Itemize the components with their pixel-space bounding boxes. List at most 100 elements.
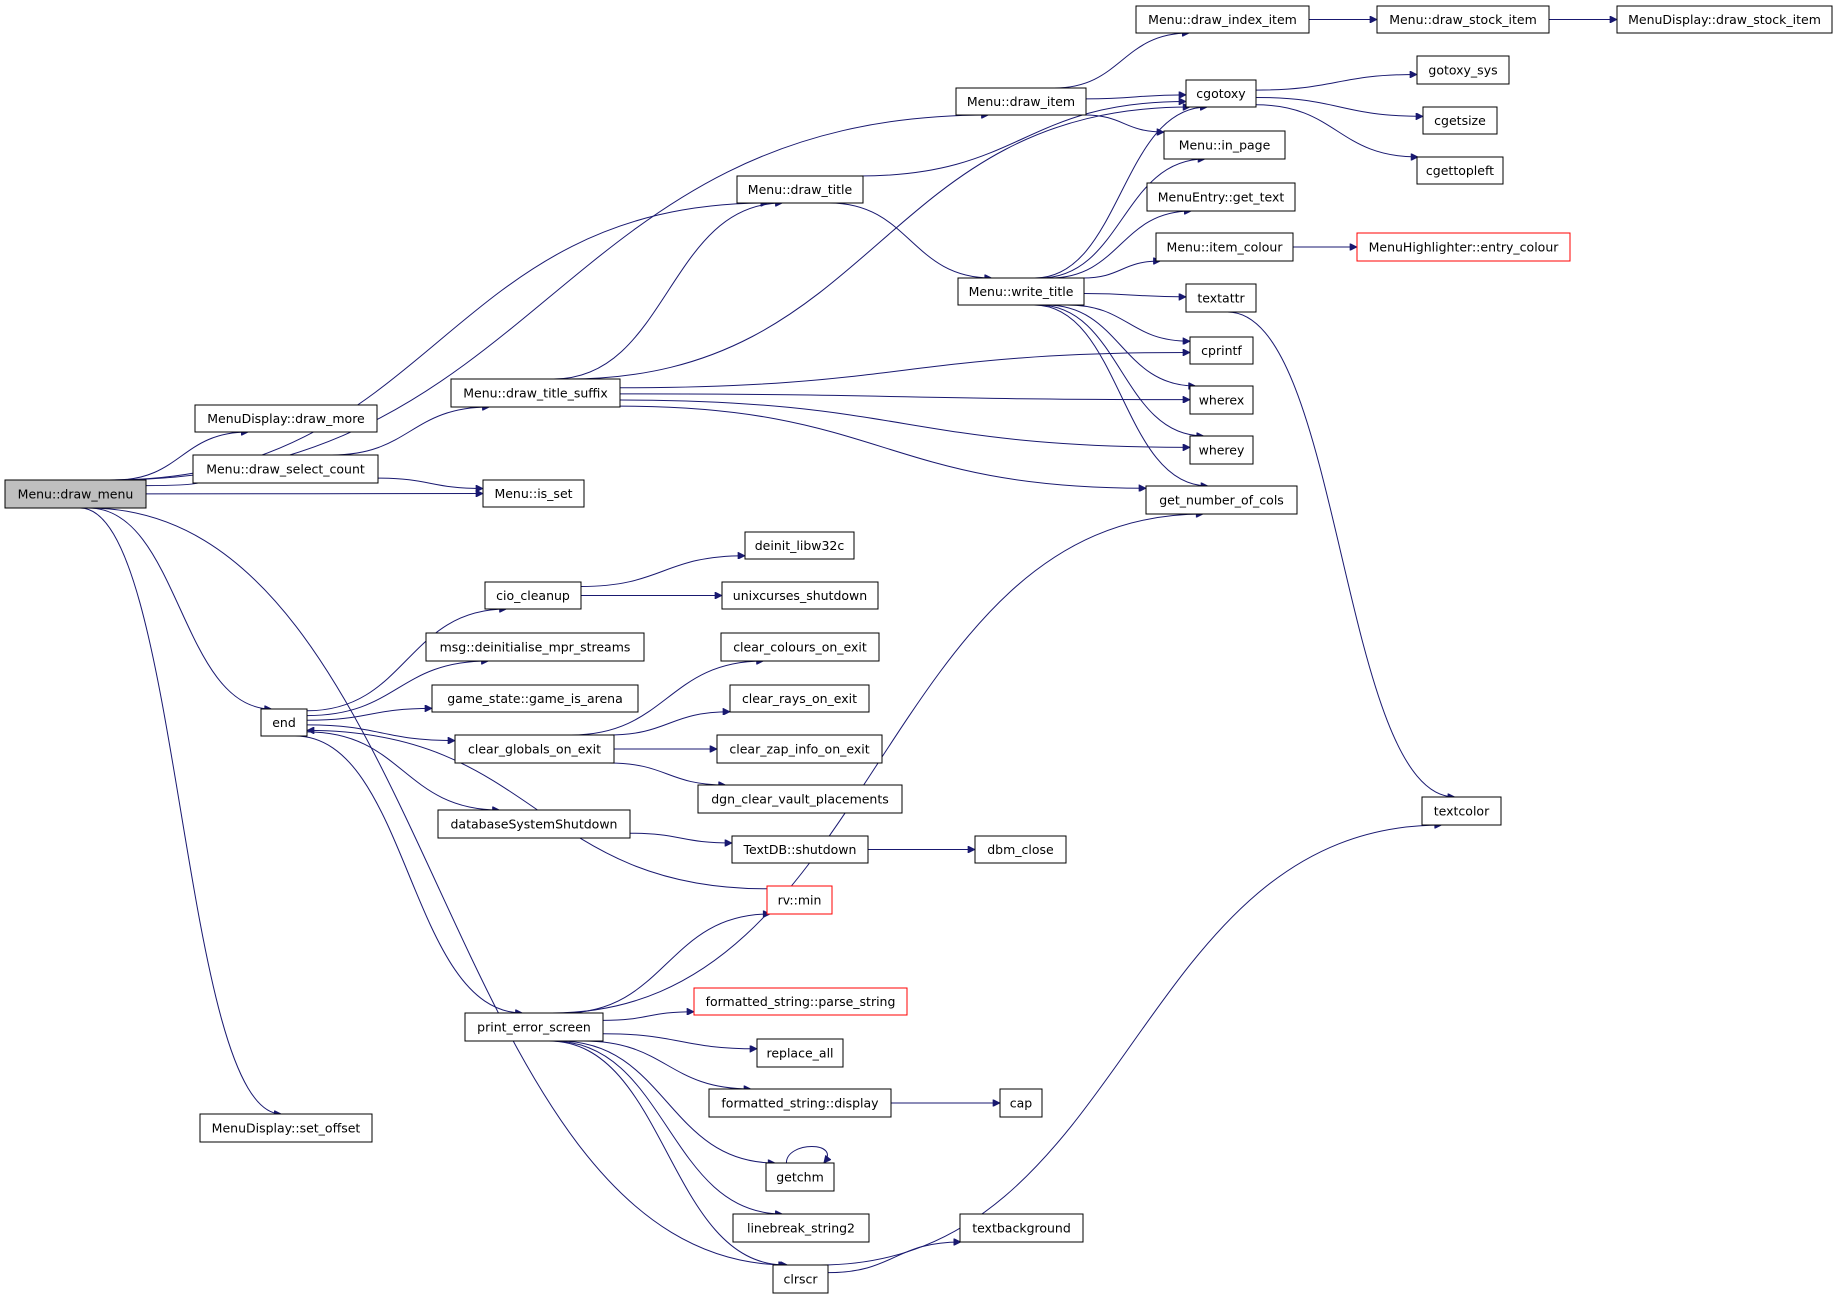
node-cio_cleanup[interactable]: cio_cleanup [484,581,582,610]
node-clear_zap_info_on_exit[interactable]: clear_zap_info_on_exit [716,734,883,764]
edge-print_error_screen-to-clrscr [548,1040,786,1265]
node-draw_index_item[interactable]: Menu::draw_index_item [1135,5,1310,34]
node-entry_colour[interactable]: MenuHighlighter::entry_colour [1356,232,1571,262]
node-get_number_of_cols[interactable]: get_number_of_cols [1145,485,1298,515]
node-dbm_close[interactable]: dbm_close [974,835,1067,864]
node-label: cgetsize [1434,113,1486,128]
node-get_text[interactable]: MenuEntry::get_text [1146,182,1296,212]
edge-draw_title_suffix-to-get_number_of_cols [619,405,1146,488]
node-clear_globals_on_exit[interactable]: clear_globals_on_exit [454,734,615,764]
node-md_draw_stock_item[interactable]: MenuDisplay::draw_stock_item [1616,5,1833,34]
node-box [708,1088,892,1118]
node-box [720,632,880,662]
node-box [1416,55,1510,85]
edge-write_title-to-wherey [1038,304,1204,436]
node-textdb_shutdown[interactable]: TextDB::shutdown [731,835,869,864]
node-box [1416,156,1504,185]
node-cgettopleft[interactable]: cgettopleft [1416,156,1504,185]
node-cap[interactable]: cap [999,1088,1043,1118]
node-box [959,1213,1084,1243]
edge-clrscr-to-textcolor [820,825,1441,1266]
node-cprintf[interactable]: cprintf [1189,336,1254,365]
edge-databaseSystemShutdown-to-textdb_shutdown [629,832,732,843]
node-deinit_libw32c[interactable]: deinit_libw32c [744,531,855,560]
node-cgotoxy[interactable]: cgotoxy [1185,79,1257,108]
node-parse_string[interactable]: formatted_string::parse_string [693,987,908,1016]
node-fs_display[interactable]: formatted_string::display [708,1088,892,1118]
node-rv_min[interactable]: rv::min [766,885,833,915]
node-cgetsize[interactable]: cgetsize [1422,106,1498,135]
edge-draw_menu-to-draw_title [108,203,768,481]
node-draw_item[interactable]: Menu::draw_item [955,87,1087,116]
edge-draw_menu-to-clrscr [88,507,787,1265]
edge-end-to-databaseSystemShutdown [306,731,500,810]
node-item_colour[interactable]: Menu::item_colour [1155,232,1294,262]
node-box [1422,106,1498,135]
node-box [732,1213,870,1243]
edge-draw_item-to-draw_index_item [1054,33,1189,89]
node-game_is_arena[interactable]: game_state::game_is_arena [431,684,639,713]
edge-write_title-to-get_number_of_cols [1033,304,1208,486]
node-replace_all[interactable]: replace_all [756,1038,844,1068]
node-box [199,1113,373,1143]
node-draw_stock_item[interactable]: Menu::draw_stock_item [1376,5,1550,34]
node-draw_title_suffix[interactable]: Menu::draw_title_suffix [450,378,621,408]
node-is_set[interactable]: Menu::is_set [482,479,585,508]
node-label: deinit_libw32c [755,538,845,553]
node-box [756,1038,844,1068]
node-box [437,809,631,839]
node-label: MenuDisplay::draw_more [207,411,365,426]
node-textcolor[interactable]: textcolor [1421,796,1502,826]
node-write_title[interactable]: Menu::write_title [957,277,1085,306]
node-wherex[interactable]: wherex [1189,385,1254,415]
node-print_error_screen[interactable]: print_error_screen [464,1012,604,1042]
node-box [1163,130,1286,160]
node-box [721,581,879,610]
node-box [729,684,870,713]
node-textattr[interactable]: textattr [1185,283,1257,313]
edge-draw_select_count-to-draw_title_suffix [331,407,490,456]
node-label: end [272,715,296,730]
node-box [1189,435,1254,465]
edge-draw_item-to-in_page [1084,114,1164,132]
node-clear_colours_on_exit[interactable]: clear_colours_on_exit [720,632,880,662]
node-box [772,1264,829,1294]
node-box [1185,79,1257,108]
node-box [1189,336,1254,365]
node-end[interactable]: end [260,708,308,737]
edge-print_error_screen-to-parse_string [602,1012,694,1021]
node-label: cprintf [1201,343,1242,358]
node-deinitialise_mpr_streams[interactable]: msg::deinitialise_mpr_streams [425,632,645,662]
node-label: Menu::draw_select_count [206,462,365,477]
node-label: get_number_of_cols [1159,493,1284,508]
node-draw_select_count[interactable]: Menu::draw_select_count [192,454,379,484]
node-draw_title[interactable]: Menu::draw_title [736,175,864,204]
node-textbackground[interactable]: textbackground [959,1213,1084,1243]
node-wherey[interactable]: wherey [1189,435,1254,465]
node-clrscr[interactable]: clrscr [772,1264,829,1294]
node-box [454,734,615,764]
node-label: getchm [776,1170,824,1185]
node-label: clear_rays_on_exit [742,691,857,706]
node-label: Menu::draw_item [967,94,1075,109]
edge-print_error_screen-to-fs_display [582,1040,751,1089]
edge-draw_select_count-to-is_set [377,477,483,488]
node-draw_more[interactable]: MenuDisplay::draw_more [194,404,378,433]
node-dgn_clear_vault_placements[interactable]: dgn_clear_vault_placements [697,784,903,814]
node-clear_rays_on_exit[interactable]: clear_rays_on_exit [729,684,870,713]
node-in_page[interactable]: Menu::in_page [1163,130,1286,160]
node-set_offset[interactable]: MenuDisplay::set_offset [199,1113,373,1143]
edge-draw_title_suffix-to-cprintf [619,352,1190,389]
node-getchm[interactable]: getchm [765,1162,835,1192]
node-gotoxy_sys[interactable]: gotoxy_sys [1416,55,1510,85]
node-label: formatted_string::parse_string [706,994,896,1009]
node-draw_menu[interactable]: Menu::draw_menu [4,479,147,509]
node-box [192,454,379,484]
node-box [431,684,639,713]
node-linebreak_string2[interactable]: linebreak_string2 [732,1213,870,1243]
node-box [1189,385,1254,415]
node-label: Menu::write_title [969,284,1074,299]
node-box [1185,283,1257,313]
node-databaseSystemShutdown[interactable]: databaseSystemShutdown [437,809,631,839]
node-unixcurses_shutdown[interactable]: unixcurses_shutdown [721,581,879,610]
